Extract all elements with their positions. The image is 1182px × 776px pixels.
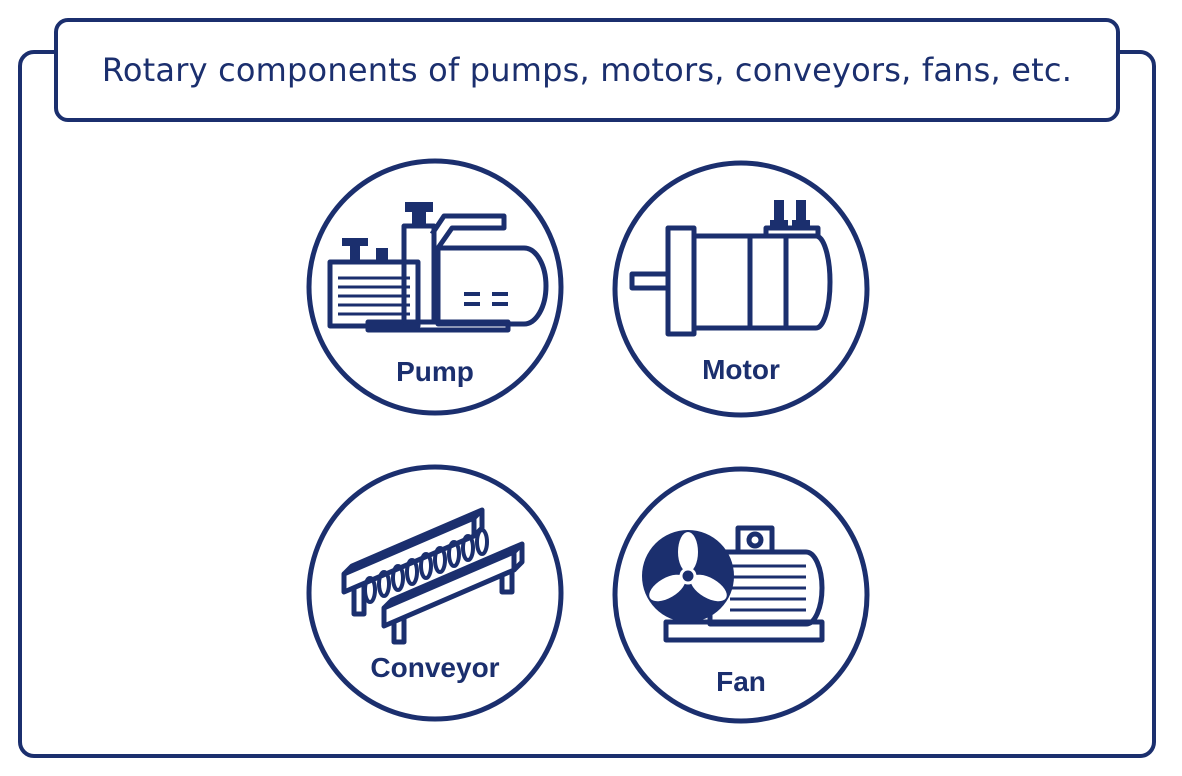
conveyor-badge: Conveyor — [304, 462, 566, 724]
conveyor-icon — [306, 464, 564, 722]
motor-label: Motor — [702, 354, 780, 385]
conveyor-label: Conveyor — [370, 652, 500, 683]
title-box: Rotary components of pumps, motors, conv… — [54, 18, 1120, 122]
outer-frame — [18, 50, 1156, 758]
fan-badge: Fan — [610, 464, 872, 726]
fan-icon — [612, 466, 870, 724]
pump-icon — [306, 158, 564, 416]
fan-label: Fan — [716, 666, 766, 697]
motor-icon — [612, 160, 870, 418]
diagram-title: Rotary components of pumps, motors, conv… — [101, 51, 1073, 89]
pump-badge: Pump — [304, 156, 566, 418]
motor-badge: Motor — [610, 158, 872, 420]
pump-label: Pump — [396, 356, 474, 387]
